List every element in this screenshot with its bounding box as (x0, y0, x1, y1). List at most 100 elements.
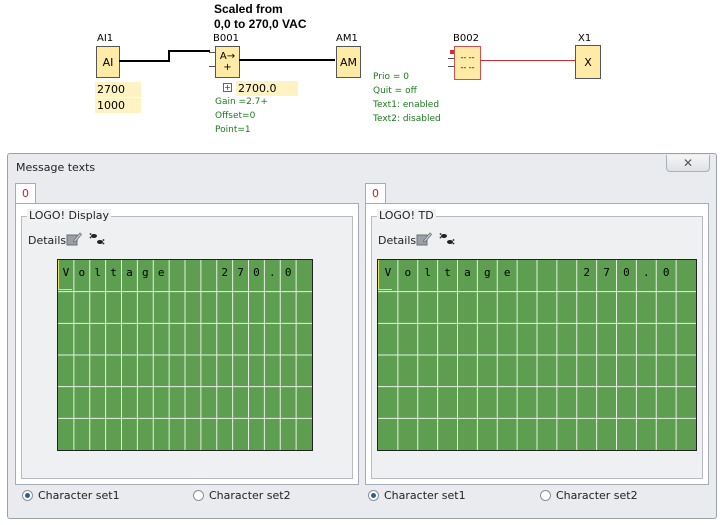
message-texts-dialog: Message texts ✕ 0 LOGO! Display Details … (7, 153, 717, 519)
diagram-caption-line1: Scaled from (214, 2, 283, 16)
ai1-block[interactable]: AI (96, 46, 120, 78)
lcd-char: 2 (583, 266, 590, 279)
lcd-char: o (404, 266, 412, 279)
b001-block[interactable]: A→ + (215, 46, 240, 78)
x1-name: X1 (578, 33, 592, 44)
radio-right-set1-dot[interactable] (368, 490, 379, 501)
lcd-char: V (62, 266, 70, 279)
lcd-char: a (464, 266, 471, 279)
radio-right-set1[interactable]: Character set1 (368, 489, 466, 502)
lcd-char: a (126, 266, 133, 279)
b002-pin-in3 (448, 66, 455, 67)
am1-param-prio: Prio = 0 (373, 72, 409, 82)
lcd-grid-left (58, 260, 312, 450)
ai1-value2: 1000 (95, 98, 141, 113)
lcd-char: 0 (253, 266, 260, 279)
wire-b002-x1 (480, 60, 575, 61)
lcd-cursor-left (58, 260, 72, 290)
group-title-left: LOGO! Display (27, 209, 112, 222)
lcd-grid-right (378, 260, 696, 450)
am1-block[interactable]: AM (336, 46, 361, 78)
lcd-char: o (78, 266, 86, 279)
lcd-char: 0 (284, 266, 292, 279)
tab-left-0[interactable]: 0 (15, 183, 36, 204)
lcd-char: 0 (623, 266, 630, 279)
b002-pin-in2 (448, 58, 455, 59)
wire-ai1-b001-top (168, 50, 210, 52)
radio-right-set2-label: Character set2 (556, 489, 638, 502)
radio-right-set2-dot[interactable] (540, 490, 551, 501)
b001-param-gain: Gain =2.7+ (215, 97, 268, 107)
b001-pin-in2 (209, 66, 216, 67)
am1-param-quit: Quit = off (373, 86, 417, 96)
x1-block[interactable]: X (575, 45, 601, 79)
lcd-char: 7 (603, 266, 610, 279)
lcd-char: l (424, 266, 431, 279)
radio-left-set1-label: Character set1 (38, 489, 120, 502)
b001-label-top: A→ (219, 51, 236, 62)
edit-icon[interactable] (66, 231, 82, 247)
am1-name: AM1 (336, 33, 358, 44)
lcd-char: e (503, 266, 511, 279)
b001-param-point: Point=1 (215, 125, 251, 135)
footprint-icon[interactable] (89, 231, 105, 247)
radio-right-set2[interactable]: Character set2 (540, 489, 638, 502)
lcd-char: t (444, 266, 451, 279)
lcd-char: 2 (221, 266, 228, 279)
wire-b001-am1 (239, 59, 335, 61)
lcd-char: . (643, 266, 650, 279)
lcd-char: e (157, 266, 165, 279)
ai1-value1: 2700 (95, 82, 141, 97)
radio-right-set1-label: Character set1 (384, 489, 466, 502)
group-title-right: LOGO! TD (377, 209, 436, 222)
b002-line2: -- -- (460, 63, 475, 72)
am1-param-text2: Text2: disabled (373, 114, 441, 124)
b002-name: B002 (453, 33, 479, 44)
radio-left-set2-label: Character set2 (209, 489, 291, 502)
radio-left-set2-dot[interactable] (193, 490, 204, 501)
b001-label-bottom: + (223, 62, 232, 73)
close-icon: ✕ (682, 156, 694, 170)
am1-label: AM (339, 55, 357, 69)
lcd-char: g (142, 266, 149, 279)
ai1-name: AI1 (97, 33, 114, 44)
radio-left-set2[interactable]: Character set2 (193, 489, 291, 502)
b002-pin-red (450, 50, 455, 54)
lcd-char: 0 (662, 266, 670, 279)
lcd-char: l (94, 266, 101, 279)
dialog-title: Message texts (16, 161, 96, 174)
tab-right-0[interactable]: 0 (365, 183, 386, 204)
diagram-caption-line2: 0,0 to 270,0 VAC (214, 17, 307, 31)
details-label-right: Details (378, 234, 417, 247)
lcd-char: t (110, 266, 117, 279)
b001-name: B001 (213, 33, 239, 44)
b001-param-offset: Offset=0 (215, 111, 256, 121)
edit-icon[interactable] (416, 231, 432, 247)
details-label-left: Details (28, 234, 67, 247)
circuit-diagram: Scaled from 0,0 to 270,0 VAC AI1 AI 2700… (0, 0, 726, 150)
am1-param-text1: Text1: enabled (373, 100, 440, 110)
lcd-char: . (269, 266, 276, 279)
radio-left-set1-dot[interactable] (22, 490, 33, 501)
close-button[interactable]: ✕ (666, 155, 710, 172)
wire-ai1-b001 (119, 60, 169, 62)
wire-ai1-b001-step (168, 50, 170, 62)
lcd-char: 7 (237, 266, 244, 279)
ai1-label: AI (102, 55, 114, 69)
radio-left-set1[interactable]: Character set1 (22, 489, 120, 502)
lcd-char: V (384, 266, 392, 279)
x1-label: X (584, 55, 592, 69)
b002-line1: -- -- (460, 53, 475, 62)
b001-value: 2700.0 (236, 81, 298, 96)
b002-block[interactable]: -- -- -- -- (454, 46, 481, 80)
footprint-icon[interactable] (439, 231, 455, 247)
expand-icon[interactable]: + (223, 83, 232, 92)
b001-pin-in1 (209, 52, 216, 53)
lcd-char: g (484, 266, 491, 279)
